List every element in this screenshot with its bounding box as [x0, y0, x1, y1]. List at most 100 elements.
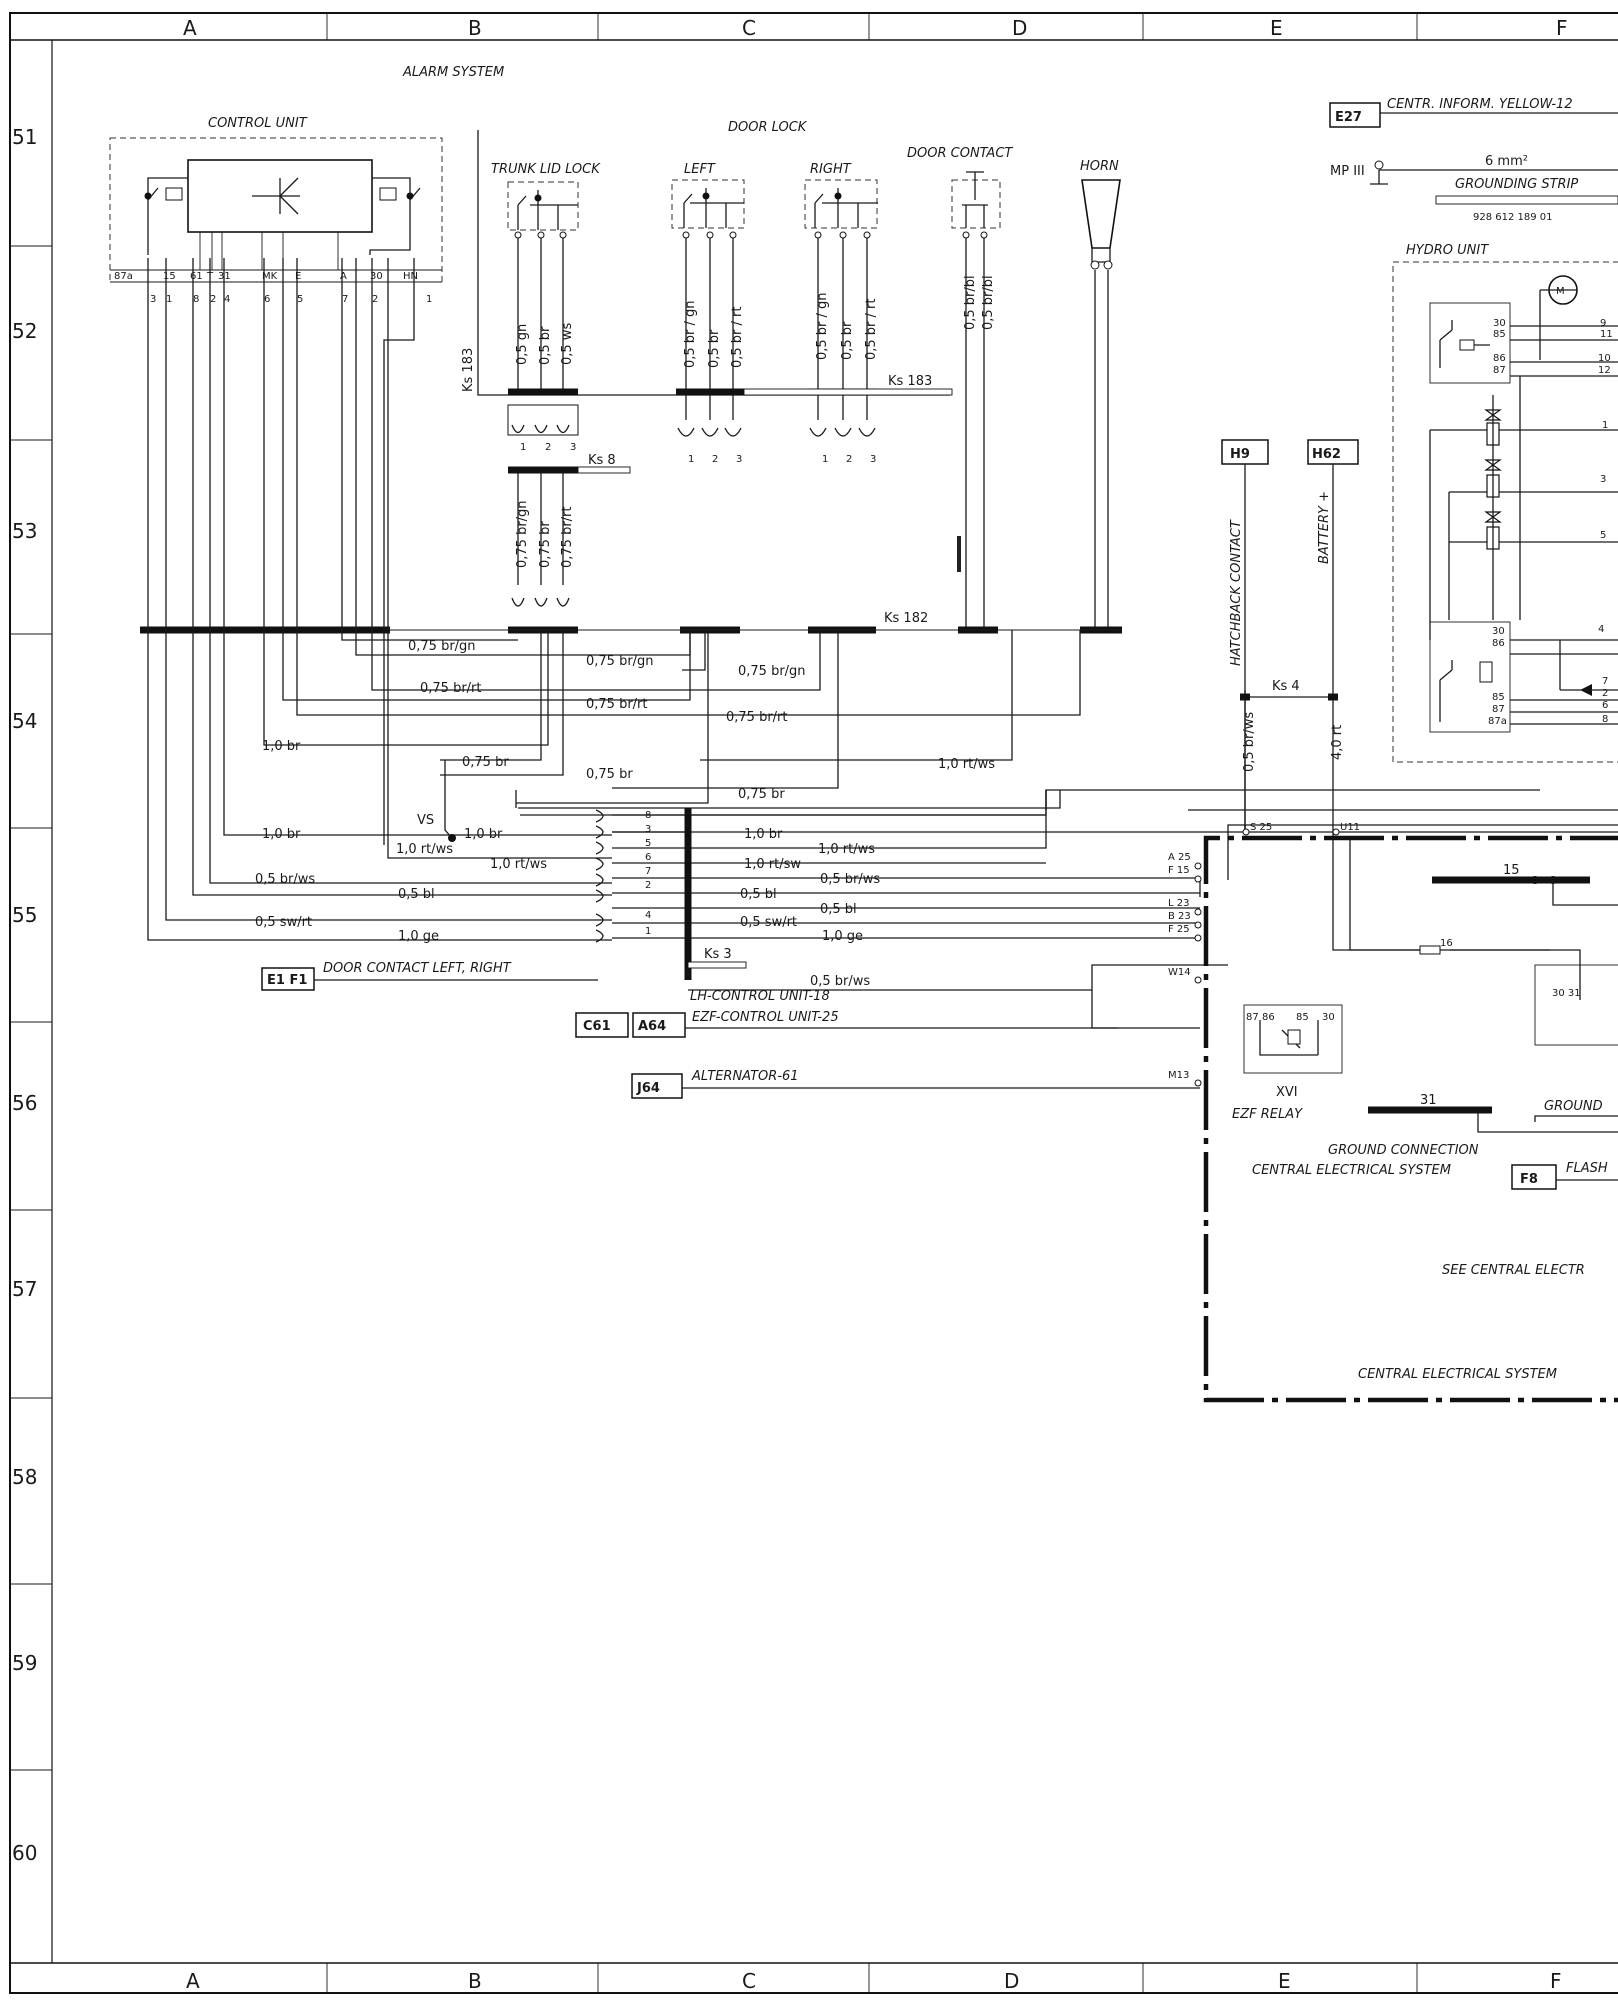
terminal-label: S 25: [1250, 822, 1272, 833]
wire-label: 1,0 br: [744, 827, 783, 842]
col-label: A: [183, 16, 197, 40]
wire-label: 1,0 rt/ws: [938, 757, 995, 772]
connector-pin: 5: [645, 838, 651, 849]
right-wire-labels: 0,5 br / gn 0,5 br 0,5 br / rt: [815, 292, 879, 360]
terminal-label: U11: [1340, 822, 1360, 833]
splice-ks183: Ks 183 Ks 183: [461, 348, 953, 396]
pin-label: 87a: [1488, 716, 1507, 727]
wire-label: 0,75 br: [586, 767, 633, 782]
ground-bus-31: 31: [1368, 1093, 1618, 1133]
pin-label: 6: [264, 294, 270, 305]
ref-code: C61: [583, 1019, 611, 1034]
row-labels: 51 52 53 54 55 56 57 58 59 60: [12, 125, 37, 1865]
pin-label: 12: [1598, 365, 1611, 376]
connector-pin: 7: [645, 866, 651, 877]
ref-j64: J64 ALTERNATOR-61: [631, 1069, 1200, 1099]
wire-label: 1,0 br: [262, 739, 301, 754]
wire-label: 1,0 ge: [822, 929, 863, 944]
connector-pin: 2: [645, 880, 651, 891]
ezf-relay-label: EZF RELAY: [1232, 1107, 1303, 1122]
wire-label: 0,75 br/gn: [586, 654, 654, 669]
connector-pin: 6: [645, 852, 651, 863]
vs-junction: [448, 834, 456, 842]
pin-label: 9: [1600, 318, 1606, 329]
relay-pin: 30: [1322, 1012, 1335, 1023]
left-title: LEFT: [684, 162, 716, 177]
col-label: A: [186, 1969, 200, 1993]
hydro-pins: 30 85 86 87 9 11 10 12 1 3 5 4 30 86 85 …: [1488, 318, 1613, 727]
splice-label: Ks 183: [461, 348, 476, 392]
col-label: E: [1278, 1969, 1291, 1993]
row-label: 55: [12, 903, 37, 927]
ref-code: H62: [1312, 447, 1341, 462]
connector-pin: 3: [736, 454, 742, 465]
door-contact-switch: [951, 171, 1001, 239]
pin-label: 8: [1602, 714, 1608, 725]
splice-label: Ks 8: [588, 453, 616, 468]
row-label: 54: [12, 709, 37, 733]
connector-pin: 3: [645, 824, 651, 835]
wire-label: 0,75 br/gn: [515, 500, 530, 568]
pin-label: 5: [1600, 530, 1606, 541]
ref-c61-a64: C61 A64 EZF-CONTROL UNIT-25: [575, 1010, 1118, 1038]
connector-pin: 3: [570, 442, 576, 453]
col-label: B: [468, 1969, 482, 1993]
wire-label: 0,75 br: [462, 755, 509, 770]
harness-wires: [147, 258, 1618, 1029]
row-label: 60: [12, 1841, 37, 1865]
row-label: 53: [12, 519, 37, 543]
hydro-unit-title: HYDRO UNIT: [1406, 243, 1489, 258]
wire-label: 0,5 br/ws: [255, 872, 315, 887]
pin-label: 85: [1492, 692, 1505, 703]
relay-pin: 86: [1262, 1012, 1275, 1023]
wire-label: 0,75 br/rt: [420, 681, 482, 696]
row-label: 57: [12, 1277, 37, 1301]
pin-label: 15: [163, 271, 176, 282]
pin-label: 85: [1493, 329, 1506, 340]
pin-label: 8: [193, 294, 199, 305]
wire-label: 0,5 br/bl: [963, 275, 978, 330]
terminal-label: A 25: [1168, 852, 1191, 863]
connector-pin: 4: [645, 910, 651, 921]
wire-label: 0,75 br: [538, 521, 553, 568]
right-title: RIGHT: [810, 162, 852, 177]
pin-label: 86: [1493, 353, 1506, 364]
pin-label: 3: [1600, 474, 1606, 485]
pin-label: 10: [1598, 353, 1611, 364]
connector-left: 1 2 3: [677, 427, 742, 465]
pin-label: 2: [1602, 688, 1608, 699]
control-unit: [109, 137, 443, 283]
hatchback-label: HATCHBACK CONTACT: [1229, 519, 1244, 666]
pin-label: 30: [370, 271, 383, 282]
relay-pin: 85: [1296, 1012, 1309, 1023]
col-label: D: [1004, 1969, 1019, 1993]
pin-label: 2: [210, 294, 216, 305]
wire-label: 0,5 bl: [740, 887, 777, 902]
alarm-system-title: ALARM SYSTEM: [402, 65, 504, 80]
ref-text: FLASH: [1566, 1161, 1608, 1176]
col-label: F: [1550, 1969, 1562, 1993]
col-label: D: [1012, 16, 1027, 40]
connector-pin: 2: [846, 454, 852, 465]
wire-label: 1,0 rt/ws: [818, 842, 875, 857]
battery-label: BATTERY +: [1317, 491, 1332, 564]
connector-pin: 3: [870, 454, 876, 465]
wire-label: 0,5 sw/rt: [740, 915, 797, 930]
ref-h62: H62 BATTERY + 4,0 rt: [1307, 439, 1359, 760]
control-unit-pins: 87a 15 61 T 31 MK E A 30 HN 3 1 8 2 4 6 …: [114, 271, 432, 305]
terminal-label: W14: [1168, 967, 1191, 978]
wire-label: 0,5 br / gn: [815, 292, 830, 360]
wire-label: 0,5 ws: [560, 323, 575, 365]
wire-label: 1,0 ge: [398, 929, 439, 944]
ref-e1f1: E1 F1 DOOR CONTACT LEFT, RIGHT: [261, 961, 598, 991]
pin-label: 1: [166, 294, 172, 305]
ref-f8: F8 FLASH: [1511, 1161, 1618, 1190]
door-lock-title: DOOR LOCK: [728, 120, 808, 135]
wire-label: 0,5 bl: [398, 887, 435, 902]
ground-pins: 30 31: [1552, 988, 1581, 999]
splice-ks182: Ks 182: [140, 611, 1122, 634]
terminal-label: L 23: [1168, 898, 1189, 909]
pin-label: 1: [1602, 420, 1608, 431]
ce-terminals: S 25 U11 A 25 F 15 L 23 B 23 F 25 W14 M1…: [1168, 822, 1360, 1087]
wire-label: 0,5 br / gn: [683, 300, 698, 368]
